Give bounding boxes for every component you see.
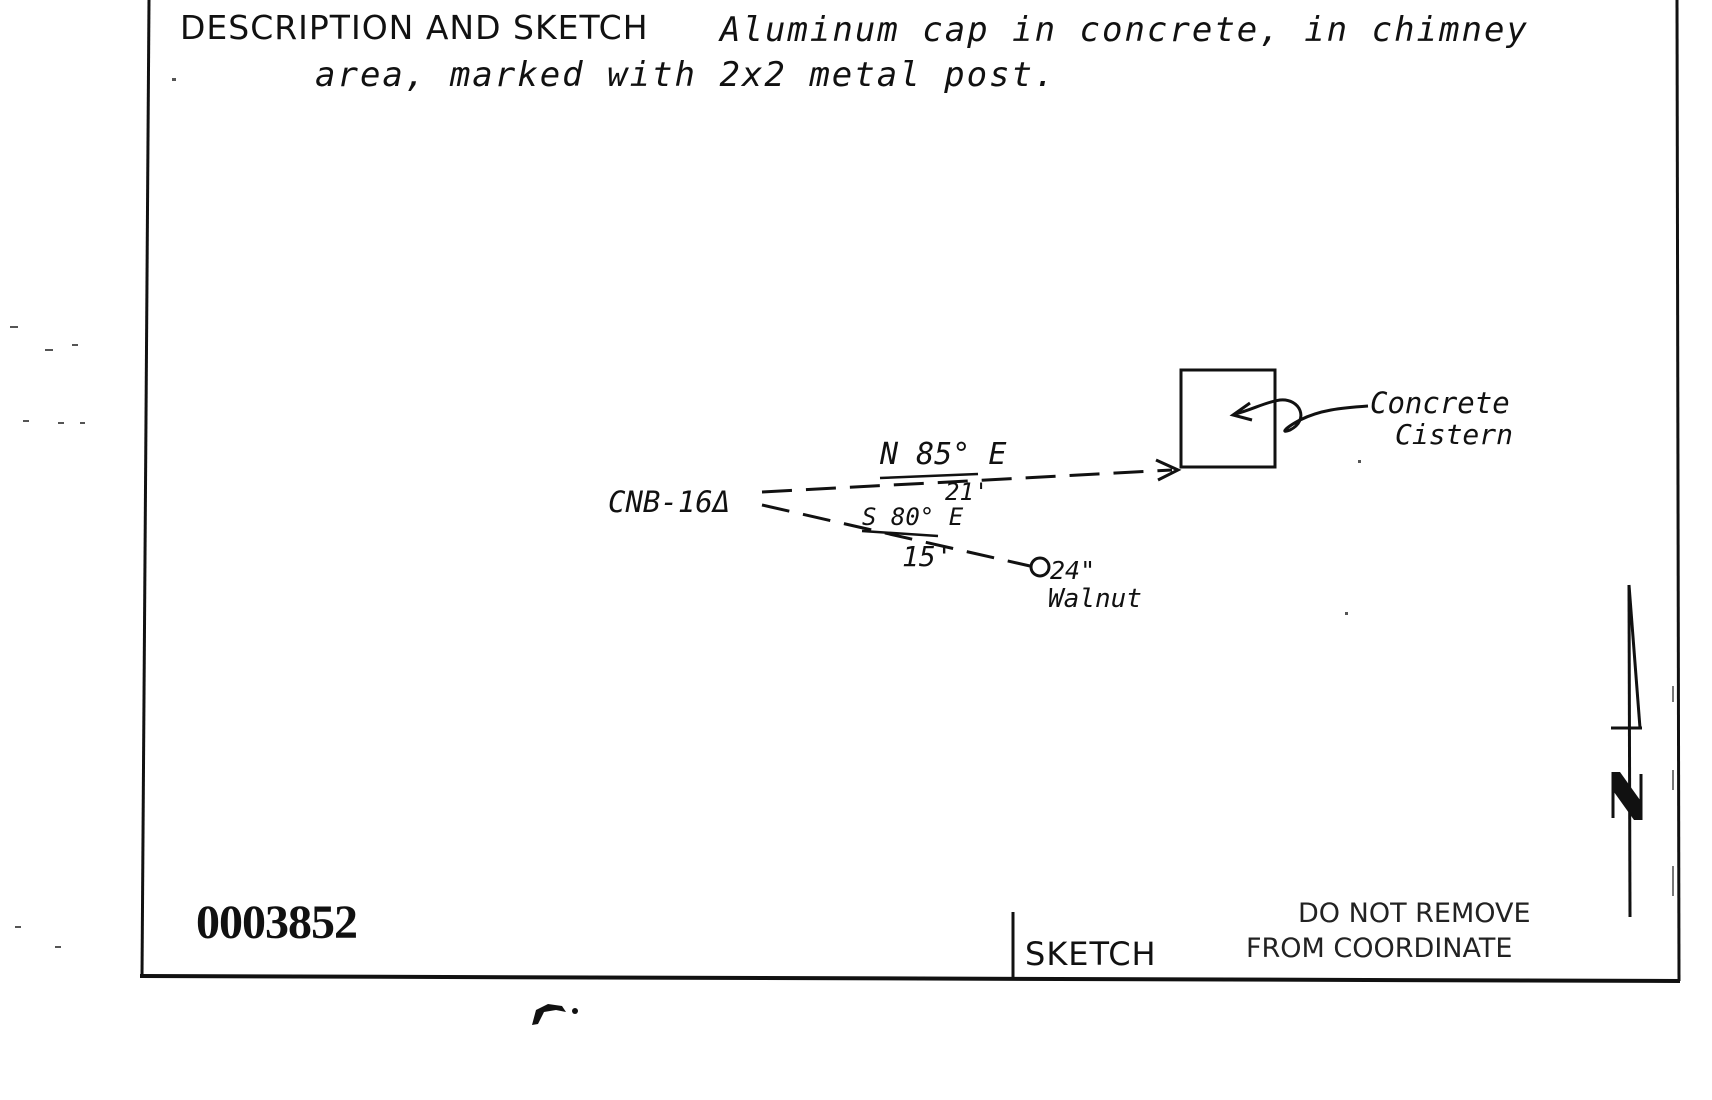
footer-sketch-label: SKETCH	[1025, 935, 1157, 973]
stamp-text-2: FROM COORDINATE	[1246, 933, 1513, 964]
bearing-line-to-cistern	[761, 468, 1173, 494]
section-heading: DESCRIPTION AND SKETCH	[180, 8, 649, 47]
description-line-2: area, marked with 2x2 metal post.	[315, 55, 1057, 95]
bearing-line-to-tree	[761, 503, 1031, 568]
card-number: 0003852	[196, 896, 358, 949]
feature-label-line-2: Cistern	[1395, 418, 1514, 451]
description-line-1: Aluminum cap in concrete, in chimney	[720, 10, 1529, 50]
cistern-box	[1179, 368, 1277, 469]
stamp-text-1: DO NOT REMOVE	[1298, 898, 1531, 929]
bearing-to-tree: S 80° E	[862, 503, 964, 531]
stamp-line-2: FROM COORDINATE	[1246, 933, 1512, 964]
stamp-line-1: DO NOT REMOVE	[1298, 898, 1531, 929]
tree-symbol-icon	[1029, 556, 1051, 578]
station-label: CNB-16Δ	[608, 485, 731, 519]
arrowhead-icon	[1155, 458, 1182, 482]
feature-label-line-1: Concrete	[1370, 386, 1510, 420]
distance-to-tree: 15'	[902, 540, 953, 573]
leader-arrowhead-icon	[1229, 401, 1253, 422]
tree-size: 24"	[1050, 556, 1096, 585]
distance-to-cistern: 21'	[945, 478, 989, 506]
feature-leader-line	[1234, 398, 1369, 433]
north-arrow-icon	[1611, 584, 1643, 918]
tree-species: Walnut	[1048, 584, 1142, 614]
bearing-to-cistern: N 85° E	[880, 437, 1007, 472]
